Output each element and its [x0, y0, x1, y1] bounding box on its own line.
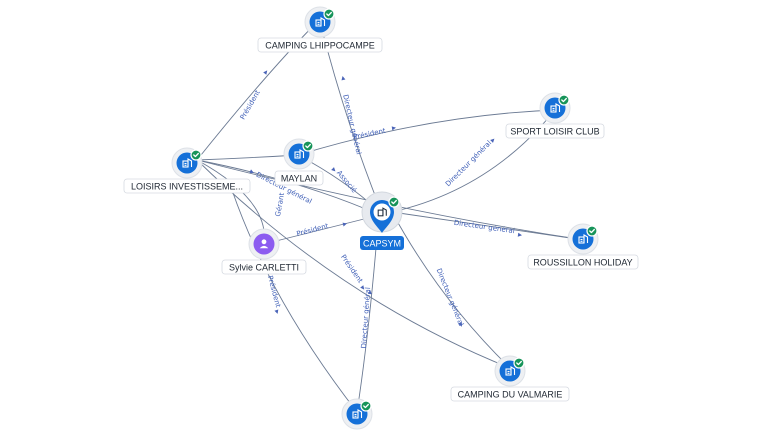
- arrow-icon: [342, 222, 347, 227]
- edge-label: Directeur général: [341, 94, 363, 156]
- edge-label: Président: [266, 275, 282, 309]
- node-loisirs-investissement[interactable]: LOISIRS INVESTISSEME...: [123, 147, 251, 194]
- person-icon: [259, 239, 269, 249]
- node-label: MAYLAN: [281, 174, 317, 184]
- arrow-icon: [391, 126, 396, 131]
- verified-icon: [586, 225, 598, 237]
- node-label: LOISIRS INVESTISSEME...: [131, 182, 243, 192]
- edge-label: Gérant: [274, 192, 286, 217]
- verified-icon: [558, 94, 570, 106]
- edge-label: Directeur général: [435, 267, 465, 327]
- building-icon: [377, 207, 387, 217]
- edge-capsym-valmarie[interactable]: Directeur général: [391, 211, 511, 369]
- edge-label: Associé: [335, 169, 358, 194]
- edge-label: Président: [339, 253, 364, 285]
- arrow-icon: [249, 169, 254, 173]
- node-bottom-company[interactable]: [341, 398, 373, 430]
- arrow-icon: [367, 290, 372, 295]
- edge-loisirs-maylan[interactable]: [196, 154, 299, 161]
- arrow-icon: [517, 232, 522, 237]
- node-camping-du-valmarie[interactable]: CAMPING DU VALMARIE: [450, 355, 570, 402]
- edge-label: Directeur général: [360, 287, 372, 349]
- edge-sylvie-bottom[interactable]: Président: [231, 189, 358, 413]
- verified-icon: [513, 357, 525, 369]
- node-capsym[interactable]: CAPSYM: [360, 191, 404, 250]
- node-label: ROUSSILLON HOLIDAY: [533, 258, 632, 268]
- arrow-icon: [360, 285, 365, 290]
- arrow-icon: [274, 309, 279, 314]
- edge-label: Directeur général: [444, 139, 493, 188]
- arrow-icon: [263, 70, 268, 75]
- verified-icon: [323, 8, 335, 20]
- arrow-icon: [458, 322, 462, 327]
- arrow-icon: [331, 167, 336, 172]
- verified-icon: [302, 140, 314, 152]
- edge-label: Président: [296, 222, 330, 238]
- node-roussillon-holiday[interactable]: ROUSSILLON HOLIDAY: [527, 223, 639, 270]
- node-sport-loisir-club[interactable]: SPORT LOISIR CLUB: [505, 92, 605, 139]
- node-camping-lhippocampe[interactable]: CAMPING LHIPPOCAMPE: [257, 6, 383, 53]
- verified-icon: [388, 196, 400, 208]
- verified-icon: [190, 149, 202, 161]
- arrow-icon: [341, 76, 346, 81]
- node-label: SPORT LOISIR CLUB: [510, 127, 599, 137]
- node-sylvie-carletti[interactable]: Sylvie CARLETTI: [221, 228, 307, 275]
- node-label: Sylvie CARLETTI: [229, 263, 299, 273]
- node-label: CAMPING DU VALMARIE: [458, 390, 563, 400]
- arrow-icon: [490, 138, 495, 143]
- node-label: CAMPING LHIPPOCAMPE: [265, 41, 375, 51]
- node-maylan[interactable]: MAYLAN: [274, 138, 324, 186]
- verified-icon: [360, 400, 372, 412]
- node-label: CAPSYM: [363, 239, 401, 249]
